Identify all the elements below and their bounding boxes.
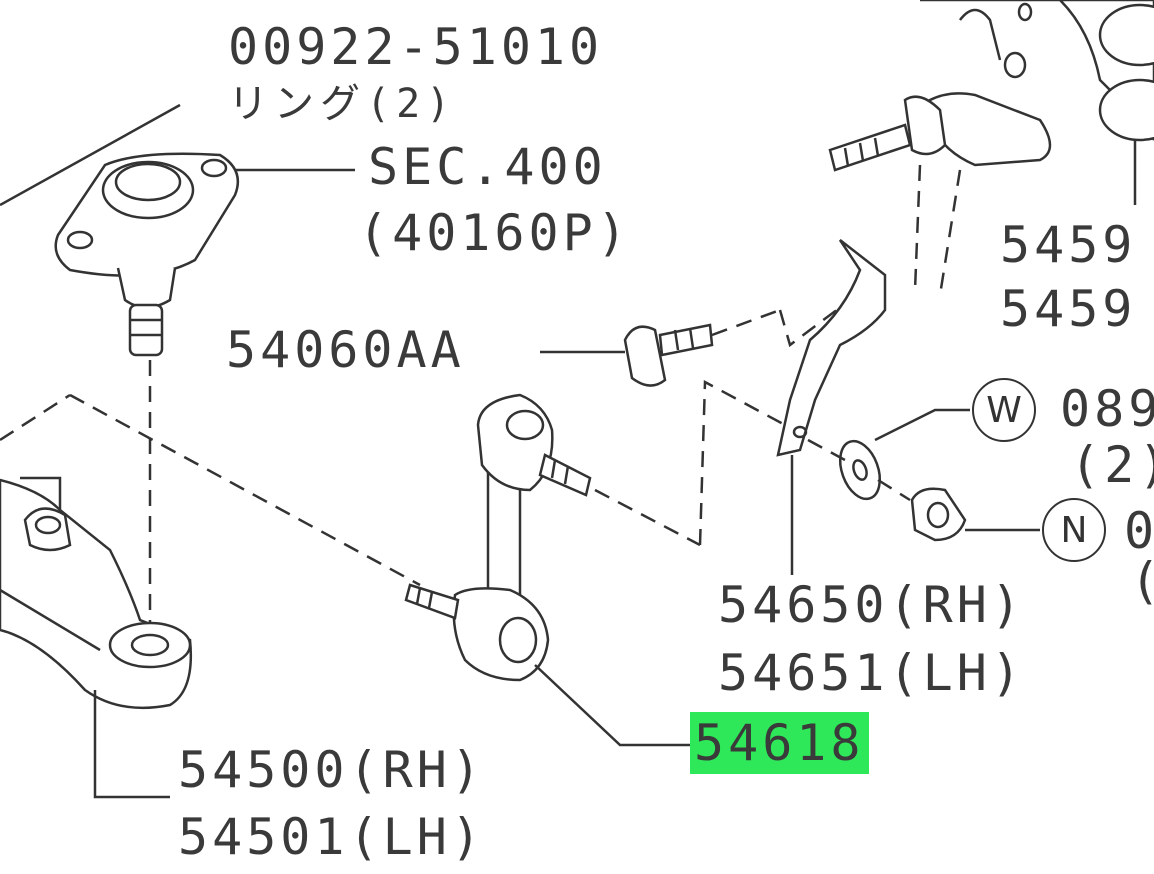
ring-part-number[interactable]: 00922-51010 [228, 18, 604, 76]
washer-quantity: (2) [1070, 436, 1154, 494]
highlight-marker: 54618 [690, 712, 869, 774]
ball-joint-drawing [54, 152, 240, 357]
bolt-drawing [623, 323, 714, 387]
knuckle-drawing [828, 0, 1154, 172]
knuckle-part-number-b[interactable]: 5459 [1000, 280, 1137, 338]
washer-callout-icon: W [972, 378, 1036, 442]
bracket-drawing [776, 239, 887, 457]
section-reference[interactable]: SEC.400 [368, 138, 607, 196]
bracket-lh-part-number[interactable]: 54651(LH) [718, 644, 1025, 702]
nut-callout-icon: N [1042, 498, 1106, 562]
stabilizer-link-drawing [404, 393, 592, 682]
nut-subreference: ( [1130, 556, 1154, 606]
nut-part-number[interactable]: 0 [1124, 502, 1154, 560]
section-subreference: (40160P) [358, 204, 631, 262]
lower-arm-drawing [0, 476, 192, 710]
arm-rh-part-number[interactable]: 54500(RH) [178, 741, 485, 799]
arm-lh-part-number[interactable]: 54501(LH) [178, 808, 485, 866]
ring-name: リング(2) [228, 81, 457, 127]
washer-part-number[interactable]: 089 [1060, 380, 1154, 438]
knuckle-part-number-a[interactable]: 5459 [1000, 216, 1137, 274]
bolt-part-number[interactable]: 54060AA [226, 321, 465, 379]
bracket-rh-part-number[interactable]: 54650(RH) [718, 576, 1025, 634]
stabilizer-link-part-number[interactable]: 54618 [690, 712, 869, 774]
